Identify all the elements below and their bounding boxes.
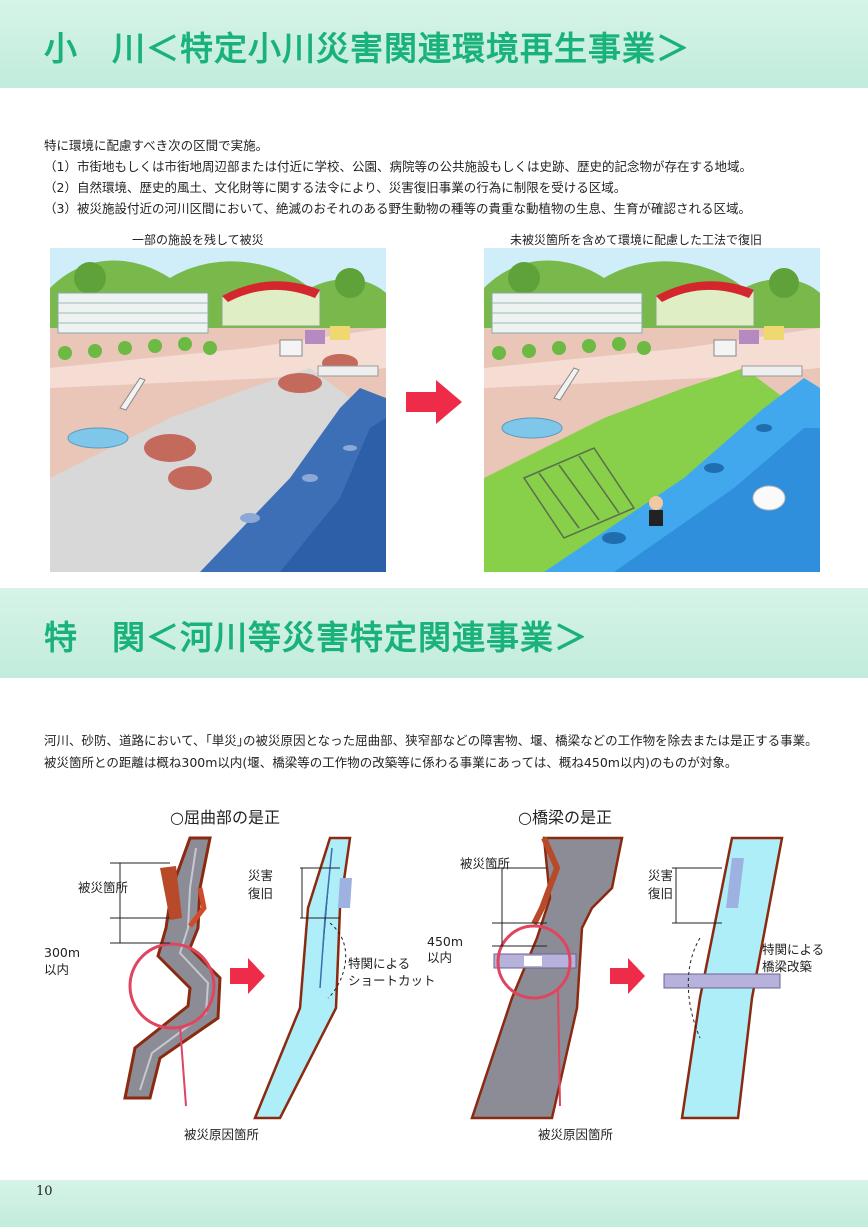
bend-shortcut-l2: ショートカット bbox=[348, 973, 436, 988]
bridge-distance-l2: 以内 bbox=[427, 950, 453, 965]
bridge-rebuild-l1: 特関による bbox=[762, 942, 825, 957]
bridge-damage-label: 被災箇所 bbox=[460, 856, 511, 871]
before-fountain bbox=[67, 427, 129, 449]
bend-damage-label: 被災箇所 bbox=[78, 880, 129, 895]
bridge-river-before bbox=[470, 836, 624, 1120]
bend-distance-l2: 以内 bbox=[44, 962, 70, 977]
section2-title-b: 関＜河川等災害特定関連事業＞ bbox=[112, 618, 588, 657]
page-number: 10 bbox=[36, 1184, 53, 1199]
section1-header-band: 小川＜特定小川災害関連環境再生事業＞ bbox=[0, 0, 868, 88]
after-fence-structure bbox=[522, 447, 636, 539]
bend-damage-mark bbox=[160, 866, 182, 920]
bend-diagram bbox=[110, 836, 352, 1120]
bridge-damage-mark bbox=[531, 836, 561, 926]
bend-cause-ring bbox=[128, 942, 216, 1030]
after-caption: 未被災箇所を含めて環境に配慮した工法で復旧 bbox=[510, 233, 763, 247]
section1-title-b: 川＜特定小川災害関連環境再生事業＞ bbox=[112, 29, 690, 68]
section1-title-a: 小 bbox=[44, 29, 78, 68]
before-caption: 一部の施設を残して被災 bbox=[132, 233, 264, 247]
section2-para-2: 被災箇所との距離は概ね300m以内(堰、橋梁等の工作物の改築等に係わる事業にあっ… bbox=[44, 755, 738, 770]
section1-intro: 特に環境に配慮すべき次の区間で実施。 bbox=[44, 138, 269, 153]
bend-heading: ○屈曲部の是正 bbox=[170, 808, 280, 827]
section2-title: 特関＜河川等災害特定関連事業＞ bbox=[44, 611, 588, 659]
bend-cause-label: 被災原因箇所 bbox=[184, 1127, 260, 1142]
bridge-cause-ring bbox=[496, 924, 572, 1000]
bend-restore-l2: 復旧 bbox=[248, 886, 274, 901]
bridge-heading: ○橋梁の是正 bbox=[518, 808, 612, 827]
section2-header-band: 特関＜河川等災害特定関連事業＞ bbox=[0, 588, 868, 678]
bridge-cause-label: 被災原因箇所 bbox=[538, 1127, 614, 1142]
section2-title-a: 特 bbox=[44, 618, 78, 657]
bridge-rebuild-l2: 橋梁改築 bbox=[762, 959, 813, 974]
section1-title: 小川＜特定小川災害関連環境再生事業＞ bbox=[44, 22, 690, 70]
bridge-distance-l1: 450m bbox=[427, 934, 464, 949]
before-illustration bbox=[50, 248, 386, 572]
section2-para-1: 河川、砂防、道路において、｢単災｣の被災原因となった屈曲部、狭窄部などの障害物、… bbox=[44, 733, 818, 748]
section1-item-3: （3）被災施設付近の河川区間において、絶滅のおそれのある野生動物の種等の貴重な動… bbox=[44, 201, 751, 216]
before-gym-roof bbox=[222, 281, 320, 302]
bridge-restore-l1: 災害 bbox=[648, 868, 674, 883]
section1-item-1: （1）市街地もしくは市街地周辺部または付近に学校、公園、病院等の公共施設もしくは… bbox=[44, 159, 752, 174]
bend-distance-l1: 300m bbox=[44, 945, 81, 960]
bend-restore-l1: 災害 bbox=[248, 868, 274, 883]
after-dog bbox=[752, 485, 786, 511]
bridge-after bbox=[663, 973, 781, 989]
section1-item-2: （2）自然環境、歴史的風土、文化財等に関する法令により、災害復旧事業の行為に制限… bbox=[44, 180, 627, 195]
bend-shortcut-l1: 特関による bbox=[348, 956, 411, 971]
bridge-diagram bbox=[470, 836, 784, 1120]
before-after-arrow bbox=[406, 380, 462, 424]
after-child bbox=[649, 496, 663, 510]
after-illustration bbox=[484, 248, 820, 572]
bridge-restore-l2: 復旧 bbox=[648, 886, 674, 901]
footer-band bbox=[0, 1180, 868, 1227]
